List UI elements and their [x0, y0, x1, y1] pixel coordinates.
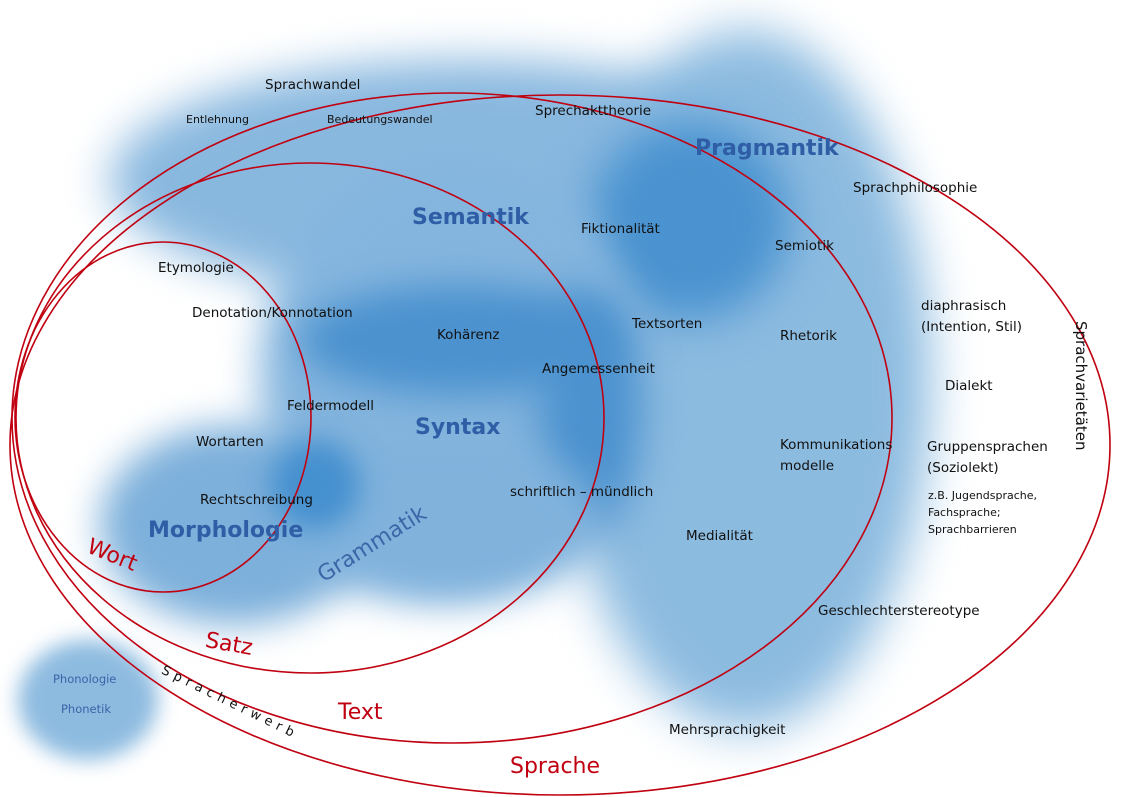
term-phonetik: Phonetik	[61, 702, 111, 716]
term-sprechakttheorie: Sprechakttheorie	[535, 103, 652, 119]
term-kommunikationsmodelle: Kommunikations modelle	[780, 437, 893, 474]
blob-phonologie	[18, 640, 158, 760]
field-pragmantik: Pragmantik	[695, 136, 839, 161]
ring-wort	[14, 241, 312, 593]
label-sprachvarietaeten: Sprachvarietäten	[1072, 321, 1090, 451]
term-sprachwandel: Sprachwandel	[265, 77, 361, 93]
term-geschlechterstereotype: Geschlechterstereotype	[818, 603, 980, 619]
term-gruppensprachen: Gruppensprachen (Soziolekt)	[927, 439, 1048, 476]
term-dialekt: Dialekt	[945, 378, 993, 394]
field-semantik: Semantik	[412, 205, 529, 230]
term-kohaerenz: Kohärenz	[437, 327, 500, 343]
term-bedeutungswandel: Bedeutungswandel	[327, 113, 433, 126]
term-etymologie: Etymologie	[158, 260, 234, 276]
term-diaphrasisch: diaphrasisch (Intention, Stil)	[921, 298, 1023, 335]
term-rhetorik: Rhetorik	[780, 328, 837, 344]
term-gruppensprachen-examples: z.B. Jugendsprache, Fachsprache; Sprachb…	[928, 489, 1037, 537]
term-denotation-konnotation: Denotation/Konnotation	[192, 305, 353, 321]
field-morphologie: Morphologie	[148, 518, 304, 543]
term-wortarten: Wortarten	[196, 434, 264, 450]
term-fiktionalitaet: Fiktionalität	[581, 221, 660, 237]
ring-label-text: Text	[338, 700, 383, 725]
field-syntax: Syntax	[415, 415, 501, 440]
term-angemessenheit: Angemessenheit	[542, 361, 655, 377]
ring-label-sprache: Sprache	[510, 754, 601, 779]
ring-satz	[15, 162, 605, 674]
ring-sprache	[9, 94, 1111, 796]
ring-text	[11, 92, 893, 744]
term-semiotik: Semiotik	[775, 238, 834, 254]
term-phonologie: Phonologie	[53, 672, 117, 686]
term-textsorten: Textsorten	[632, 316, 703, 332]
term-rechtschreibung: Rechtschreibung	[200, 492, 313, 508]
term-sprachphilosophie: Sprachphilosophie	[853, 180, 978, 196]
term-feldermodell: Feldermodell	[287, 398, 375, 414]
term-schriftlich-muendlich: schriftlich – mündlich	[510, 484, 654, 500]
term-entlehnung: Entlehnung	[186, 113, 249, 126]
term-mehrsprachigkeit: Mehrsprachigkeit	[669, 722, 786, 738]
term-medialitaet: Medialität	[686, 528, 753, 544]
